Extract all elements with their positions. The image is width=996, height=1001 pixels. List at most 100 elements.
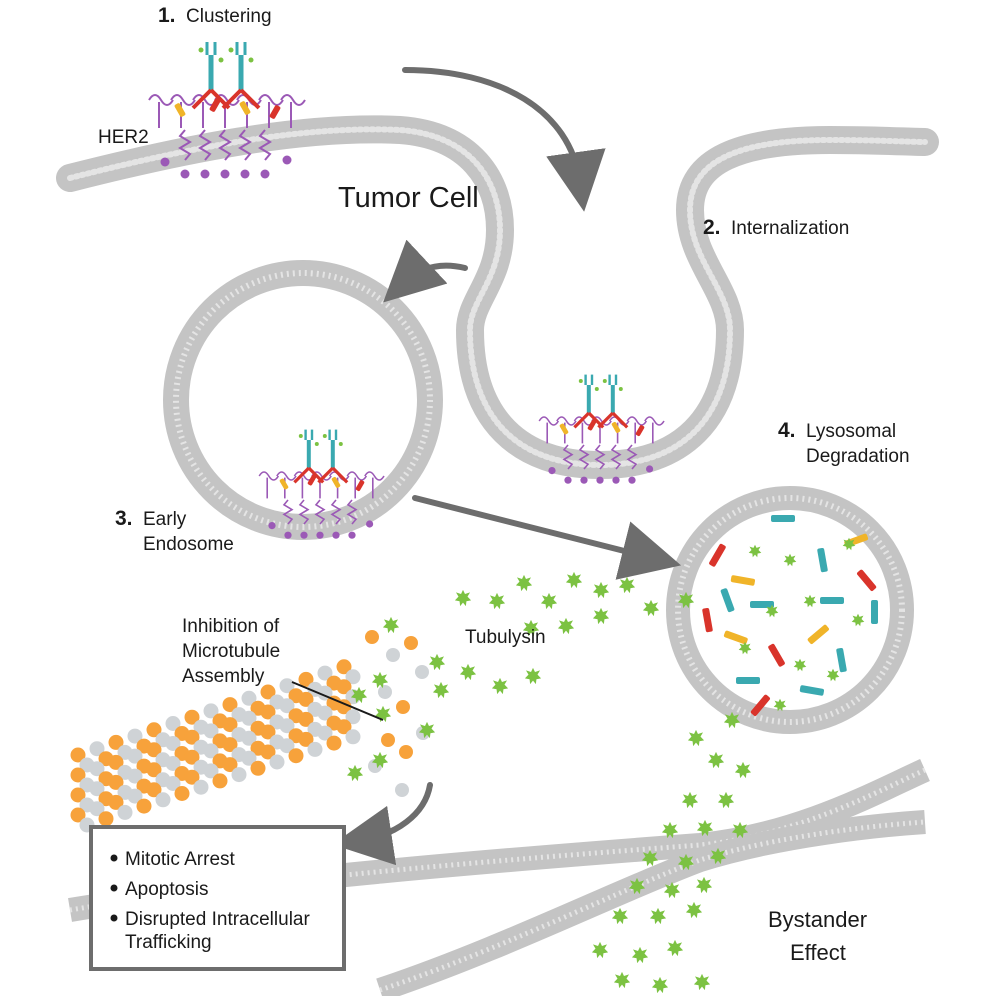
tubulysin-molecule [515, 574, 533, 592]
her2-receptor-tail [564, 476, 572, 484]
inhibition-label-line1: Inhibition of [182, 616, 280, 637]
tubulin-subunit [317, 665, 333, 681]
adc-fragment [768, 643, 785, 667]
tubulin-subunit [146, 722, 162, 738]
her2-receptor-tail [628, 476, 636, 484]
arrow-to-endosome [383, 239, 468, 303]
payload-dot [618, 387, 623, 391]
tubulin-subunit [193, 779, 209, 795]
tubulin-subunit [386, 648, 400, 662]
tubulin-subunit [174, 786, 190, 801]
tubulin-subunit [146, 762, 162, 778]
step2-number: 2. [703, 216, 721, 239]
tubulin-subunit [231, 767, 247, 783]
her2-receptor [282, 499, 294, 525]
tubulin-subunit [260, 744, 276, 760]
tubulin-subunit [395, 783, 409, 797]
tubulysin-molecule [613, 971, 631, 989]
tubulin-subunit [298, 671, 314, 687]
tubulysin-molecule [783, 553, 797, 567]
tubulin-subunit [70, 807, 86, 823]
tubulysin-molecule [651, 976, 669, 994]
her2-receptor [314, 499, 326, 525]
her2-receptor [298, 499, 310, 525]
her2-receptor [198, 129, 212, 161]
tubulysin-molecule [631, 946, 649, 964]
tubulin-subunit [165, 716, 181, 731]
payload-dot [198, 47, 204, 53]
her2-ecd [276, 471, 297, 481]
tubulysin-molecule [707, 751, 725, 769]
linker [279, 478, 289, 490]
her2-ecd [556, 416, 577, 426]
tubulin-subunit [298, 731, 314, 747]
arrow-to-effects [332, 782, 433, 866]
tubulysin-molecule [851, 613, 865, 627]
adc-fragment [750, 601, 774, 608]
her2-receptor-tail [180, 169, 190, 179]
linker [635, 425, 645, 437]
tubulysin-molecule [738, 641, 752, 655]
tubulin-subunit [298, 711, 314, 727]
her2-receptor-tail [316, 531, 324, 539]
tubulin-subunit [155, 792, 171, 808]
tubulin-subunit [146, 782, 162, 798]
adc-her2-cluster-endosome [258, 429, 385, 539]
tubulin-subunit [212, 773, 228, 789]
bystander-label-line2: Effect [790, 940, 846, 965]
tubulin-subunit [70, 787, 86, 803]
payload-dot [338, 442, 343, 446]
tubulysin-molecule [685, 901, 703, 919]
tubulin-subunit [222, 697, 238, 713]
tubulin-subunit [127, 728, 143, 744]
tubulin-subunit [222, 757, 238, 773]
her2-label: HER2 [98, 127, 149, 148]
arrow-to-internalization [402, 67, 606, 212]
tubulysin-molecule [687, 729, 705, 747]
adc-her2-cluster-surface [148, 42, 306, 179]
early-endosome-membrane [163, 260, 443, 540]
her2-receptor-tail [282, 155, 292, 165]
tubulin-subunit [288, 748, 304, 764]
tubulysin-molecule [491, 677, 509, 695]
linker [209, 98, 221, 112]
tubulin-subunit [89, 741, 105, 757]
tubulin-subunit [165, 776, 181, 791]
adc-fragment [750, 694, 770, 716]
tubulin-subunit [127, 748, 143, 764]
adc-fragment [871, 600, 878, 624]
tubulysin-molecule [565, 571, 583, 589]
tubulin-subunit [415, 665, 429, 679]
step1-label: Clustering [186, 6, 272, 27]
tubulin-subunit [307, 741, 323, 757]
tubulin-subunit [326, 735, 342, 751]
tubulin-subunit [241, 750, 257, 766]
her2-receptor [578, 444, 590, 470]
tubulin-subunit [381, 733, 395, 747]
adc-fragment [723, 630, 748, 645]
adc-fragment [820, 597, 844, 604]
her2-receptor [562, 444, 574, 470]
her2-receptor-tail [268, 522, 276, 530]
her2-receptor [330, 499, 342, 525]
antibody-arm [239, 88, 261, 110]
tubulin-subunit [89, 781, 105, 797]
tubulin-subunit [108, 794, 124, 810]
payload-dot [602, 379, 607, 383]
tubulin-subunit [98, 811, 114, 827]
bullet-icon [110, 884, 118, 892]
payload-dot [248, 57, 254, 63]
effects-box: Mitotic Arrest Apoptosis Disrupted Intra… [89, 825, 346, 971]
process-arrows [332, 67, 682, 866]
tubulin-subunit [241, 690, 257, 706]
tubulin-subunit [345, 729, 361, 745]
tubulin-subunit [203, 703, 219, 719]
her2-receptor-tail [240, 169, 250, 179]
tubulin-subunit [184, 709, 200, 725]
tumor-cell-label: Tumor Cell [338, 182, 479, 214]
her2-receptor [178, 129, 192, 161]
her2-ecd [364, 471, 385, 481]
tubulysin-molecule [540, 592, 558, 610]
tubulin-subunit [222, 737, 238, 753]
